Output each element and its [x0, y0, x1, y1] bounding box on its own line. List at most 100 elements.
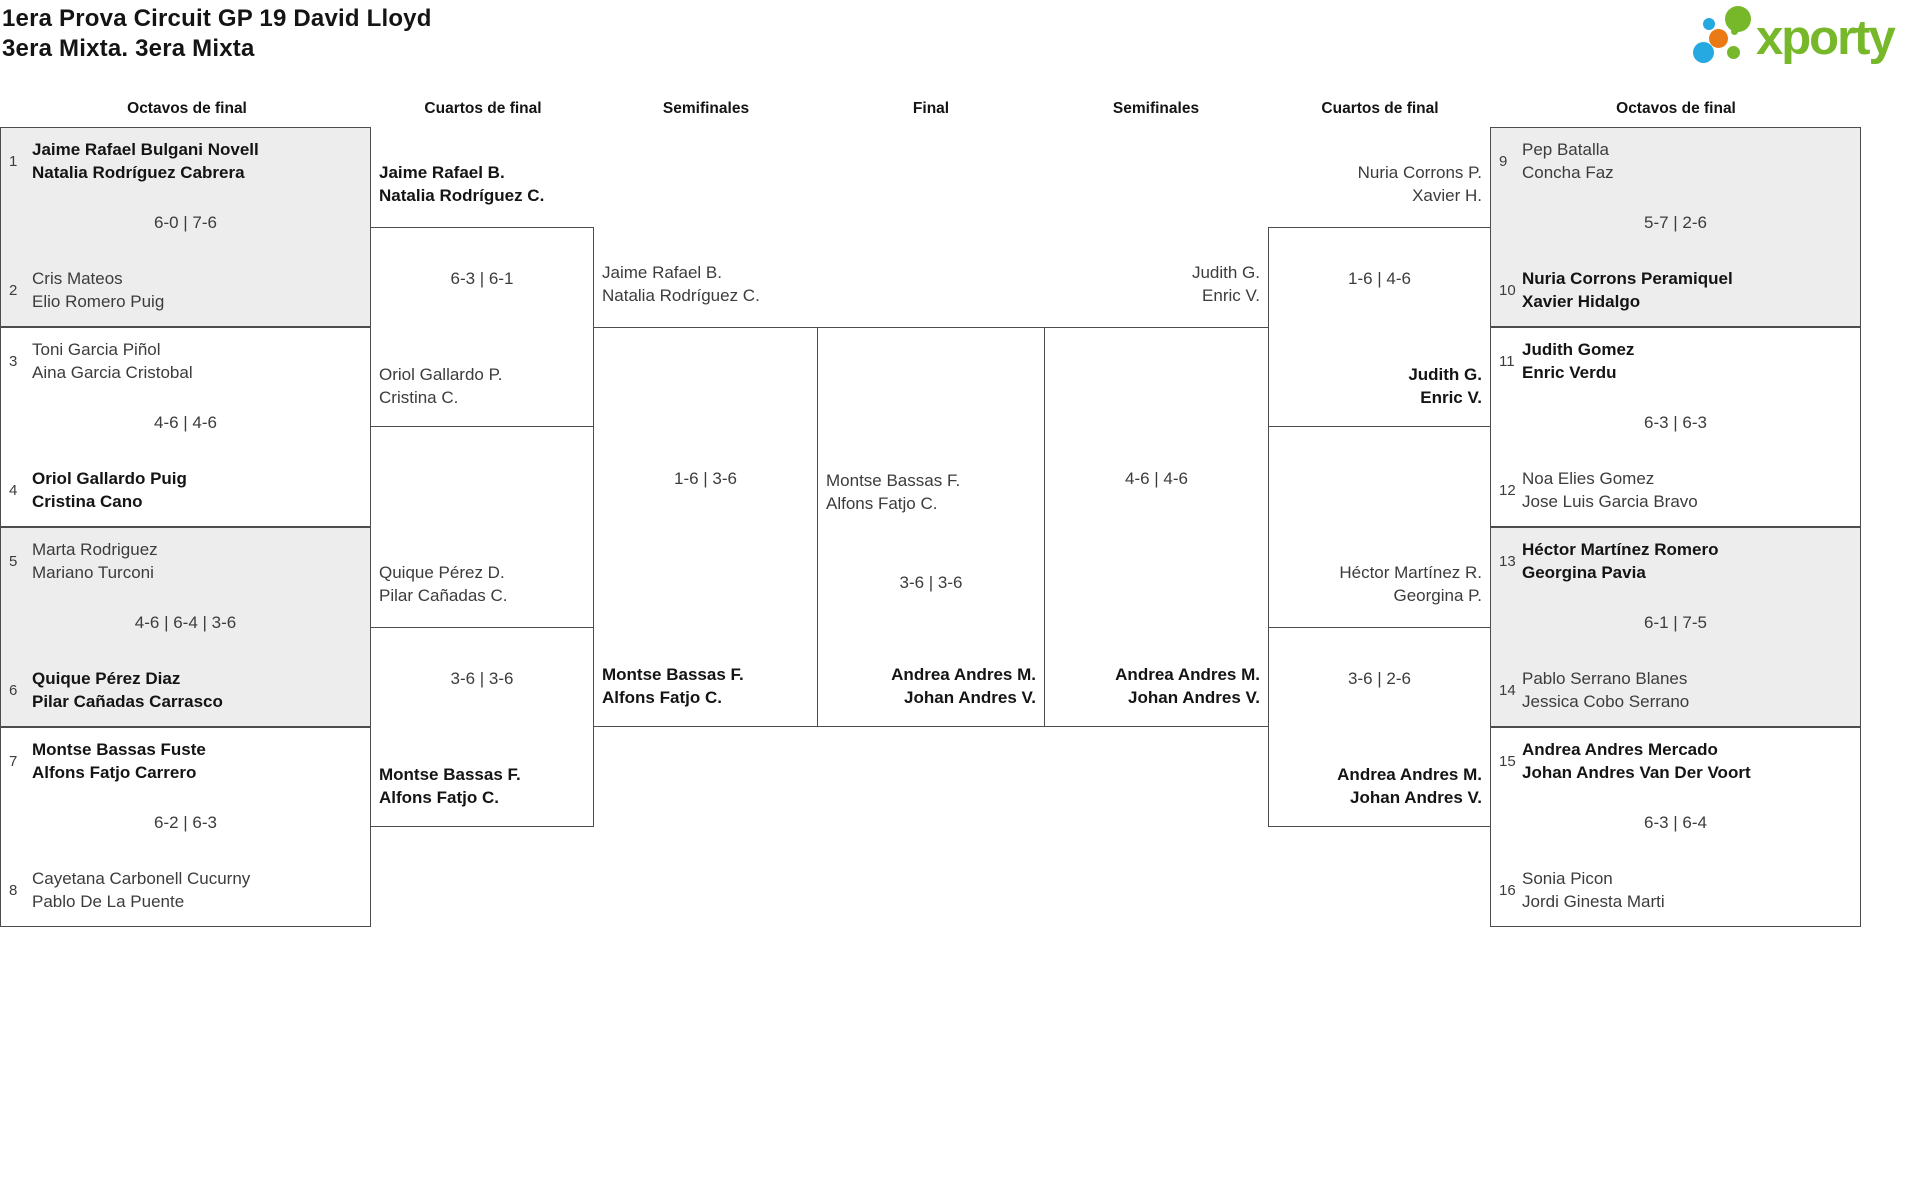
seed-number: 14: [1499, 681, 1516, 699]
round-header-4: Semifinales: [1112, 100, 1200, 117]
player-name: Noa Elies Gomez: [1522, 469, 1655, 488]
match-box-cuartos-left-2[interactable]: [370, 627, 594, 827]
player-name: Cristina C.: [379, 388, 459, 407]
cuartos-left-2-team-bottom: Montse Bassas F. Alfons Fatjo C.: [379, 763, 521, 809]
player-name: Pilar Cañadas C.: [379, 586, 508, 605]
cuartos-right-2-team-bottom: Andrea Andres M.Johan Andres V.: [1337, 763, 1482, 809]
cuartos-left-2-score: 3-6 | 3-6: [450, 669, 514, 688]
player-name: Enric V.: [1202, 286, 1260, 305]
player-name: Pablo De La Puente: [32, 892, 185, 911]
round-header-5: Cuartos de final: [1321, 100, 1439, 117]
cuartos-left-2-team-top: Quique Pérez D.Pilar Cañadas C.: [379, 561, 508, 607]
seed-number: 1: [9, 152, 18, 170]
logo-dot-blue-large: [1693, 42, 1714, 63]
player-name: Georgina Pavia: [1522, 563, 1646, 582]
seed-number: 5: [9, 552, 18, 570]
seed-number: 15: [1499, 752, 1516, 770]
player-name: Jose Luis Garcia Bravo: [1522, 492, 1698, 511]
player-name: Andrea Andres M.: [891, 665, 1036, 684]
player-name: Judith G.: [1408, 365, 1482, 384]
cuartos-right-1-team-top: Nuria Corrons P. Xavier H.: [1358, 161, 1482, 207]
player-name: Jessica Cobo Serrano: [1522, 692, 1690, 711]
player-name: Natalia Rodríguez C.: [379, 186, 545, 205]
cuartos-right-2-score: 3-6 | 2-6: [1347, 669, 1411, 688]
player-name: Jaime Rafael Bulgani Novell: [32, 140, 259, 159]
final-team-top: Montse Bassas F. Alfons Fatjo C.: [826, 469, 960, 515]
seed-number: 8: [9, 881, 18, 899]
seed-number: 4: [9, 481, 18, 499]
seed-number: 16: [1499, 881, 1516, 899]
round-header-1: Cuartos de final: [424, 100, 542, 117]
cuartos-right-2-team-top: Héctor Martínez R.Georgina P.: [1339, 561, 1482, 607]
player-name: Nuria Corrons P.: [1357, 163, 1482, 182]
round-header-3: Final: [912, 100, 950, 117]
xporty-logo[interactable]: xporty: [1690, 2, 1915, 82]
player-name: Alfons Fatjo Carrero: [32, 763, 197, 782]
player-name: Toni Garcia Piñol: [32, 340, 161, 359]
player-name: Alfons Fatjo C.: [379, 788, 499, 807]
page-subtitle: 3era Mixta. 3era Mixta: [2, 35, 255, 62]
final-team-bottom: Andrea Andres M.Johan Andres V.: [891, 663, 1036, 709]
match-score: 6-3 | 6-3: [1643, 413, 1707, 432]
player-name: Enric Verdu: [1522, 363, 1617, 382]
match-score: 5-7 | 2-6: [1643, 213, 1707, 232]
match-box-cuartos-right-1[interactable]: [1268, 227, 1491, 427]
cuartos-left-1-team-bottom: Oriol Gallardo P.Cristina C.: [379, 363, 502, 409]
player-name: Montse Bassas F.: [379, 765, 521, 784]
seed-number: 10: [1499, 281, 1516, 299]
player-name: Montse Bassas F.: [826, 471, 961, 490]
player-name: Pep Batalla: [1522, 140, 1609, 159]
cuartos-left-1-score: 6-3 | 6-1: [450, 269, 514, 288]
seed-number: 11: [1499, 352, 1515, 370]
player-name: Xavier H.: [1412, 186, 1482, 205]
player-name: Montse Bassas F.: [602, 665, 744, 684]
match-box-cuartos-right-2[interactable]: [1268, 627, 1491, 827]
semifinal-left-team-bottom: Montse Bassas F. Alfons Fatjo C.: [602, 663, 744, 709]
player-name: Jaime Rafael B.: [602, 263, 722, 282]
player-name: Nuria Corrons Peramiquel: [1522, 269, 1733, 288]
player-name: Alfons Fatjo C.: [826, 494, 938, 513]
semifinal-right-team-top: Judith G. Enric V.: [1192, 261, 1260, 307]
match-box-semifinal-right[interactable]: [1044, 327, 1269, 727]
player-name: Natalia Rodríguez C.: [602, 286, 760, 305]
seed-number: 3: [9, 352, 18, 370]
player-name: Héctor Martínez Romero: [1522, 540, 1719, 559]
player-name: Pilar Cañadas Carrasco: [32, 692, 223, 711]
logo-dot-orange: [1709, 29, 1728, 48]
round-header-6: Octavos de final: [1616, 100, 1736, 117]
player-name: Andrea Andres Mercado: [1522, 740, 1718, 759]
round-header-0: Octavos de final: [127, 100, 247, 117]
match-score: 4-6 | 6-4 | 3-6: [134, 613, 237, 632]
player-name: Xavier Hidalgo: [1522, 292, 1641, 311]
seed-number: 6: [9, 681, 18, 699]
player-name: Judith G.: [1191, 263, 1260, 282]
player-name: Cris Mateos: [32, 269, 123, 288]
player-name: Cristina Cano: [32, 492, 143, 511]
player-name: Alfons Fatjo C.: [602, 688, 722, 707]
player-name: Sonia Picon: [1522, 869, 1613, 888]
player-name: Natalia Rodríguez Cabrera: [32, 163, 245, 182]
